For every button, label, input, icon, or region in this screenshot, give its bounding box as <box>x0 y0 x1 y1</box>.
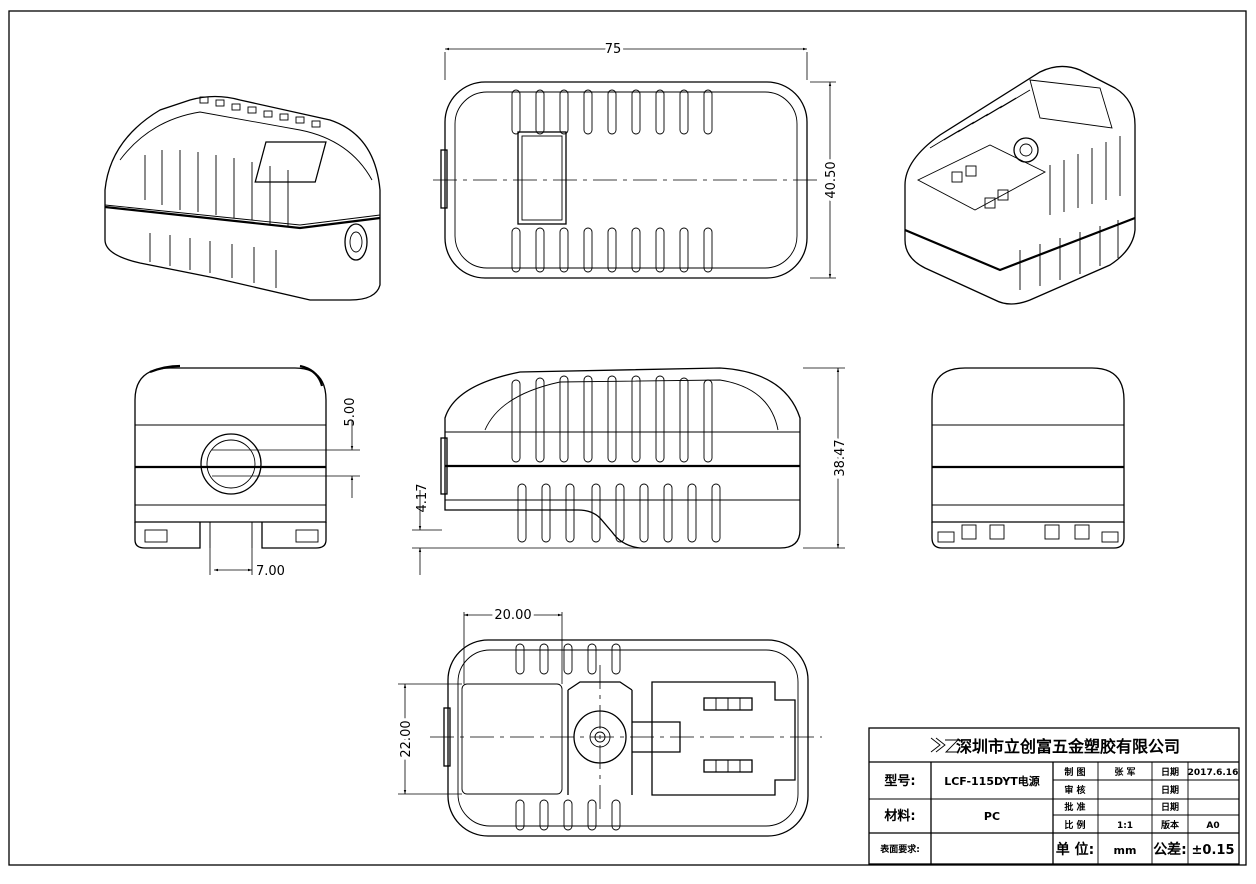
date-label-2: 日期 <box>1161 784 1179 796</box>
unit-label: 单 位: <box>1056 841 1094 858</box>
drawing-frame <box>8 10 1247 866</box>
dim-bottom-pocket-width: 20.00 <box>494 608 531 623</box>
dim-left-slot-width: 7.00 <box>256 564 285 579</box>
tolerance-label: 公差: <box>1153 841 1187 858</box>
dim-left-jack-offset: 5.00 <box>343 398 358 427</box>
title-block <box>868 727 1240 865</box>
drawn-value: 张 军 <box>1114 766 1135 778</box>
company-logo-icon <box>930 737 960 753</box>
material-label: 材料: <box>884 808 915 824</box>
right-side-view <box>931 367 1125 549</box>
scale-label: 比 例 <box>1064 819 1085 831</box>
isometric-view-front <box>104 95 381 301</box>
dim-front-step: 4.17 <box>415 484 430 513</box>
surface-label: 表面要求: <box>879 843 920 855</box>
front-view <box>412 367 845 575</box>
isometric-view-back <box>904 65 1136 305</box>
unit-value: mm <box>1114 844 1137 857</box>
version-label: 版本 <box>1160 819 1180 831</box>
date-label-3: 日期 <box>1161 801 1179 813</box>
scale-value: 1:1 <box>1117 821 1133 831</box>
approve-label: 批 准 <box>1064 801 1085 813</box>
material-value: PC <box>984 810 1000 823</box>
dim-front-height: 38.47 <box>833 439 848 476</box>
bottom-view <box>398 612 822 837</box>
check-label: 审 核 <box>1064 784 1085 796</box>
top-view <box>433 47 836 279</box>
date-label-1: 日期 <box>1161 766 1179 778</box>
dim-top-height: 40.50 <box>824 161 839 198</box>
dim-bottom-pocket-height: 22.00 <box>399 720 414 757</box>
version-value: A0 <box>1206 821 1219 831</box>
dim-top-width: 75 <box>605 42 622 57</box>
company-name: 深圳市立创富五金塑胶有限公司 <box>956 737 1180 756</box>
drawn-label: 制 图 <box>1064 766 1085 778</box>
model-label: 型号: <box>884 773 915 789</box>
model-value: LCF-115DYT电源 <box>944 774 1040 788</box>
left-side-view <box>134 364 360 575</box>
tolerance-value: ±0.15 <box>1192 843 1235 858</box>
date-value: 2017.6.16 <box>1188 768 1239 778</box>
